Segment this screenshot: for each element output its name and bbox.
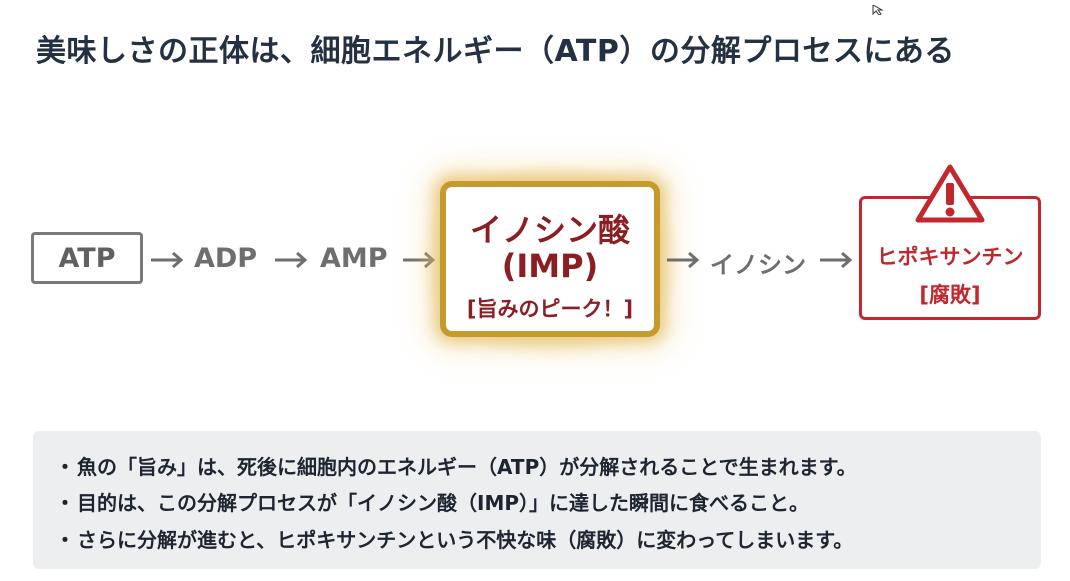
summary-bullet-3: ・さらに分解が進むと、ヒポキサンチンという不快な味（腐敗）に変わってしまいます。 <box>55 524 853 553</box>
right-arrow-icon <box>273 250 309 270</box>
warning-triangle-icon <box>914 162 986 226</box>
imp-peak-label: [旨みのピーク！] <box>466 297 634 321</box>
summary-bullet-2: ・目的は、この分解プロセスが「イノシン酸（IMP）」に達した瞬間に食べること。 <box>55 487 809 516</box>
atp-label: ATP <box>58 242 116 274</box>
imp-box: イノシン酸 (IMP) [旨みのピーク！] <box>440 181 660 337</box>
atp-box: ATP <box>31 232 143 284</box>
imp-name: イノシン酸 <box>469 211 630 249</box>
bullet-marker: ・ <box>55 455 75 479</box>
inosine-label: イノシン <box>710 251 806 279</box>
right-arrow-icon <box>818 250 854 270</box>
right-arrow-icon <box>149 250 185 270</box>
summary-bullet-1: ・魚の「旨み」は、死後に細胞内のエネルギー（ATP）が分解されることで生まれます… <box>55 451 857 480</box>
bullet-marker: ・ <box>55 528 75 552</box>
imp-abbrev: (IMP) <box>501 247 599 285</box>
mouse-cursor-icon <box>872 0 886 16</box>
bullet-text: さらに分解が進むと、ヒポキサンチンという不快な味（腐敗）に変わってしまいます。 <box>77 528 854 552</box>
bullet-marker: ・ <box>55 491 75 515</box>
adp-label: ADP <box>194 243 258 274</box>
bullet-text: 目的は、この分解プロセスが「イノシン酸（IMP）」に達した瞬間に食べること。 <box>77 491 810 515</box>
right-arrow-icon <box>665 250 701 270</box>
amp-label: AMP <box>320 243 388 274</box>
bullet-text: 魚の「旨み」は、死後に細胞内のエネルギー（ATP）が分解されることで生まれます。 <box>77 455 857 479</box>
summary-panel: ・魚の「旨み」は、死後に細胞内のエネルギー（ATP）が分解されることで生まれます… <box>33 431 1041 569</box>
spoilage-label: [腐敗] <box>919 283 981 307</box>
hypoxanthine-name: ヒポキサンチン <box>876 245 1024 269</box>
slide-title: 美味しさの正体は、細胞エネルギー（ATP）の分解プロセスにある <box>36 34 955 69</box>
